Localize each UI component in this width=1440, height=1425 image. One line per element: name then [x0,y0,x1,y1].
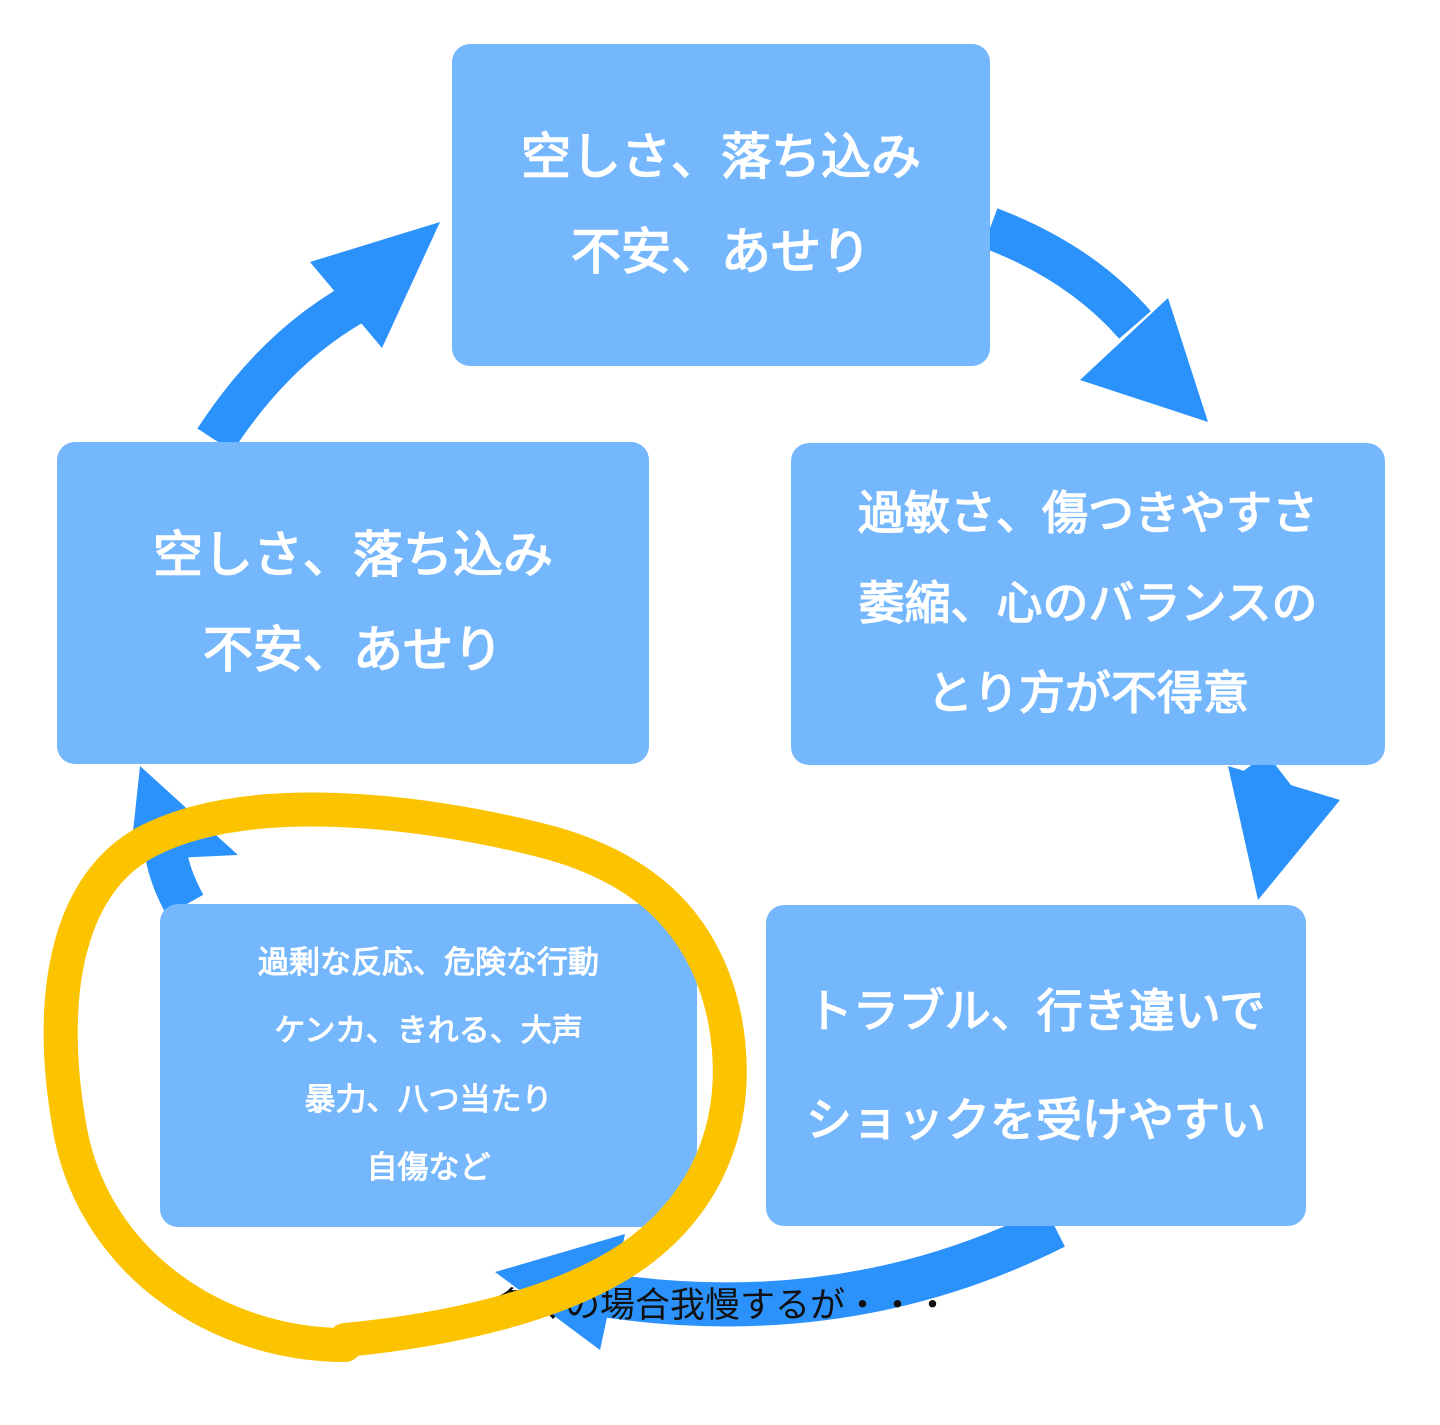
arrow-top-to-right [982,208,1208,422]
box-bottom-left-line-2: ケンカ、きれる、大声 [274,1013,583,1050]
box-right-line-2: 萎縮、心のバランスの [858,576,1318,631]
box-left-line-2: 不安、あせり [203,621,503,679]
box-bottom-left-line-4: 自傷など [366,1149,491,1186]
box-bottom-right: トラブル、行き違いで ショックを受けやすい [766,905,1306,1226]
box-right-line-3: とり方が不得意 [927,665,1249,720]
box-top: 空しさ、落ち込み 不安、あせり [452,44,990,366]
box-bottom-right-line-1: トラブル、行き違いで [806,984,1266,1039]
box-bottom-left-line-3: 暴力、八つ当たり [304,1081,553,1118]
arrow-right-to-bottom-right [1228,753,1340,900]
box-top-line-1: 空しさ、落ち込み [521,128,921,186]
arrow-bottom-left-to-left [130,766,238,916]
box-bottom-left-line-1: 過剰な反応、危険な行動 [258,945,599,982]
box-top-line-2: 不安、あせり [571,223,871,281]
box-bottom-left: 過剰な反応、危険な行動 ケンカ、きれる、大声 暴力、八つ当たり 自傷など [160,904,697,1227]
box-bottom-right-line-2: ショックを受けやすい [806,1092,1266,1147]
caption-text: 多くの場合我慢するが・・・ [495,1286,951,1326]
box-left-line-1: 空しさ、落ち込み [153,526,553,584]
box-left: 空しさ、落ち込み 不安、あせり [57,442,649,764]
box-right-line-1: 過敏さ、傷つきやすさ [858,486,1318,541]
box-right: 過敏さ、傷つきやすさ 萎縮、心のバランスの とり方が不得意 [791,443,1385,765]
arrow-left-to-top [197,222,440,452]
